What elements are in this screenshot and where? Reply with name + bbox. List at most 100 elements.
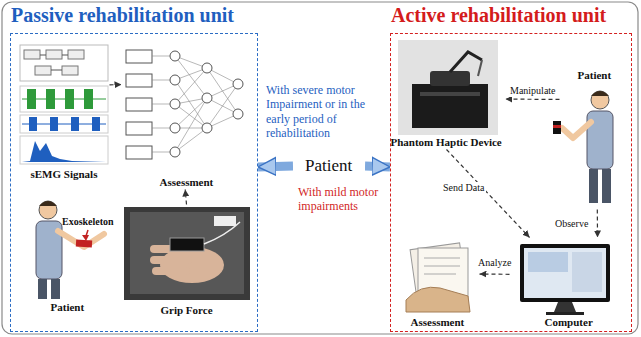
grip-force-photo-part xyxy=(152,267,190,275)
semg-plot-part xyxy=(35,66,51,75)
haptic-device-box: Phantom Haptic Device xyxy=(388,38,506,150)
patient-figure-part xyxy=(602,169,611,203)
passive-unit-panel: Passive rehabilitation unitsEMG SignalsA… xyxy=(10,33,258,332)
outer-frame xyxy=(2,2,638,334)
computer-monitor-part xyxy=(554,302,576,312)
edge-label: Observe xyxy=(553,218,590,230)
neural-network-part xyxy=(126,74,152,87)
semg-plot-part xyxy=(46,89,55,109)
transition-arrow xyxy=(258,162,293,172)
node-caption: Assessment xyxy=(160,176,214,188)
neural-network-part xyxy=(170,99,180,109)
computer-monitor-part xyxy=(572,252,602,292)
node-caption: sEMG Signals xyxy=(31,168,98,180)
neural-network-part xyxy=(170,123,180,133)
node-caption: Patient xyxy=(51,301,85,313)
semg-plot xyxy=(20,45,108,164)
semg-box: sEMG Signals xyxy=(18,42,110,182)
patient-hub: Patient xyxy=(293,155,365,177)
assessment-papers-part xyxy=(406,287,470,312)
neural-network-part xyxy=(202,93,212,103)
grip-force-photo xyxy=(124,207,250,300)
computer-monitor-part xyxy=(546,312,584,315)
semg-plot-part xyxy=(51,70,62,71)
flow-arrow xyxy=(185,190,186,205)
neural-network-part-part xyxy=(175,104,207,128)
semg-plot-part xyxy=(68,50,84,59)
neural-network-part xyxy=(202,63,212,73)
unit-title: Passive rehabilitation unit xyxy=(11,4,234,27)
node-caption: Patient xyxy=(578,69,612,81)
patient-figure-part xyxy=(58,231,104,247)
patient-figure-part xyxy=(591,91,609,109)
semg-plot-part xyxy=(50,117,58,131)
flow-arrow xyxy=(480,273,510,274)
edge-label: Analyze xyxy=(476,257,513,269)
semg-plot-part xyxy=(71,117,79,131)
neural-network-part xyxy=(126,98,152,111)
flow-arrow xyxy=(597,210,598,238)
neural-network-part xyxy=(126,122,152,135)
patient-figure-part xyxy=(39,201,57,206)
semg-plot-part xyxy=(46,50,62,59)
assessment-papers-part xyxy=(424,266,460,267)
flow-arrow xyxy=(110,84,122,86)
grip-force-photo-part xyxy=(170,238,204,251)
edge-label: Send Data xyxy=(441,182,486,194)
semg-plot-part xyxy=(62,55,68,56)
node-caption: Phantom Haptic Device xyxy=(391,136,502,148)
neural-network-part-part xyxy=(207,84,238,128)
neural-network-part xyxy=(170,75,180,85)
semg-plot-part xyxy=(27,89,36,109)
patient-figure-part xyxy=(553,125,561,128)
patient-figure xyxy=(553,91,613,203)
haptic-device-photo-part xyxy=(450,52,482,72)
semg-plot-part xyxy=(62,66,78,75)
patient-figure-part xyxy=(591,91,609,96)
assessment-papers-part xyxy=(424,258,460,259)
neural-network-part xyxy=(126,50,152,63)
neural-network-part xyxy=(233,109,243,119)
condition-note: With severe motor Impairment or in the e… xyxy=(266,83,388,141)
flow-arrow xyxy=(506,98,560,100)
neural-network-part xyxy=(170,147,180,157)
neural-network-part-part xyxy=(175,128,207,152)
neural-network-part-part xyxy=(175,56,207,98)
semg-plot-part xyxy=(20,115,108,133)
flow-arrow xyxy=(447,150,530,238)
haptic-device-photo-part xyxy=(420,92,480,96)
neural-network xyxy=(126,50,243,159)
haptic-device-photo-part xyxy=(398,40,498,135)
semg-plot-part xyxy=(22,141,106,162)
assessment-papers-part xyxy=(424,274,456,275)
neural-network-part xyxy=(202,123,212,133)
patient-figure-part xyxy=(562,122,591,138)
patient-box: Patient xyxy=(18,192,118,315)
semg-plot-part xyxy=(92,117,100,131)
patient-figure xyxy=(36,201,104,299)
computer-monitor-part xyxy=(528,252,568,272)
haptic-device-photo-part xyxy=(478,60,482,76)
condition-note: With mild motor impairments xyxy=(298,185,390,214)
transition-arrow xyxy=(365,162,390,172)
node-caption: Computer xyxy=(545,316,593,328)
outer-frame-part xyxy=(2,2,638,334)
computer-monitor-part xyxy=(520,244,610,302)
grip-force-photo-part xyxy=(130,212,244,294)
haptic-device-photo-part xyxy=(430,71,470,86)
patient-figure-part xyxy=(553,121,561,134)
grip-force-photo-part xyxy=(150,256,192,264)
grip-force-box: Grip Force xyxy=(122,205,252,318)
grip-force-photo-part xyxy=(124,207,250,300)
assessment-box: Assessment xyxy=(396,236,480,330)
computer-monitor-part xyxy=(524,248,606,298)
neural-network-part xyxy=(170,51,180,61)
semg-plot-part xyxy=(29,117,37,131)
assessment-papers xyxy=(406,243,470,312)
neural-network-part xyxy=(152,56,238,152)
computer-box: Computer xyxy=(510,238,628,330)
node-caption: Patient xyxy=(305,157,352,176)
edge-label: Manipulate xyxy=(508,85,558,97)
part-label: Exoskeleton xyxy=(62,216,114,228)
